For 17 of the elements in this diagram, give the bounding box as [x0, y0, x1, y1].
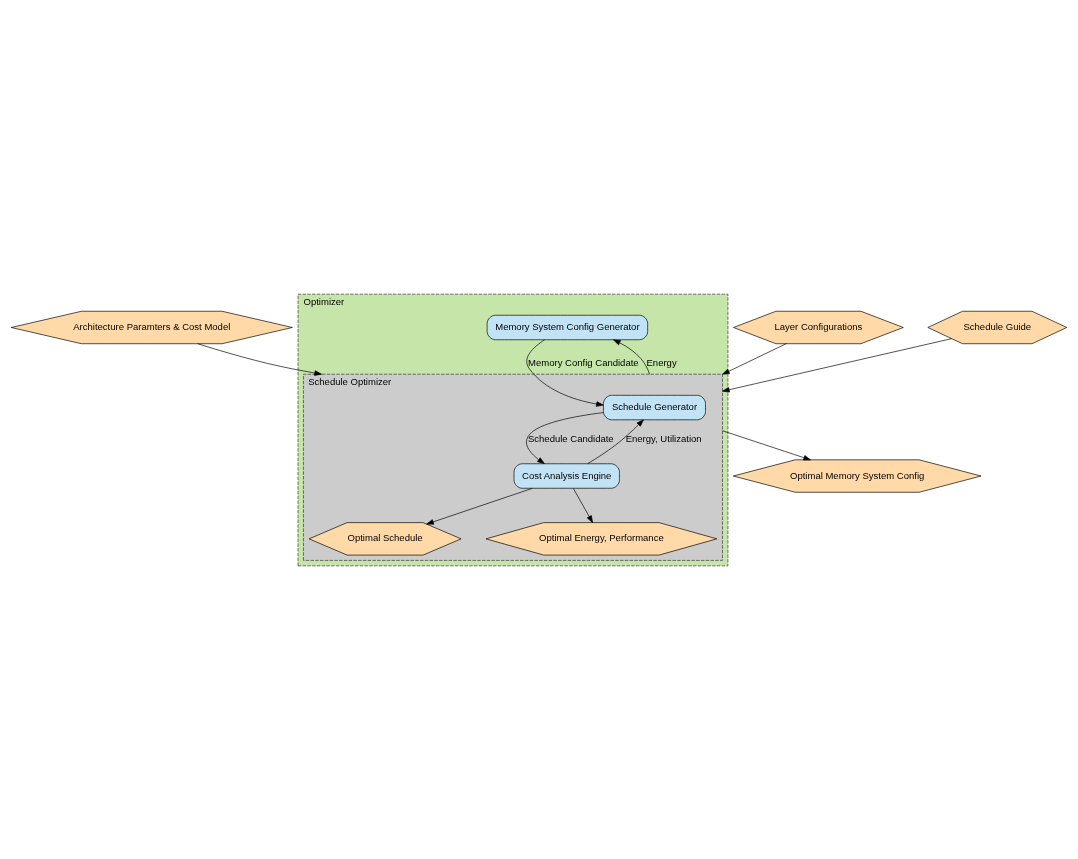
arrow: [722, 429, 811, 460]
arrow: [587, 418, 644, 464]
arrow: [426, 487, 533, 524]
arrow: [526, 411, 604, 464]
edge-label: Energy: [646, 356, 677, 368]
arrow: [526, 338, 604, 407]
arrow: [573, 487, 593, 523]
arrow: [722, 337, 952, 392]
arrow: [197, 342, 322, 376]
edge-label: Schedule Candidate: [527, 432, 614, 444]
edge-label: Memory Config Candidate: [528, 356, 639, 368]
node-box: Cost Analysis Engine: [513, 462, 620, 489]
arrow: [722, 342, 787, 375]
arrow: [613, 338, 650, 375]
node-box: Memory System Config Generator: [486, 314, 648, 340]
node-box: Schedule Generator: [603, 394, 706, 420]
edge-label: Energy, Utilization: [625, 432, 702, 444]
